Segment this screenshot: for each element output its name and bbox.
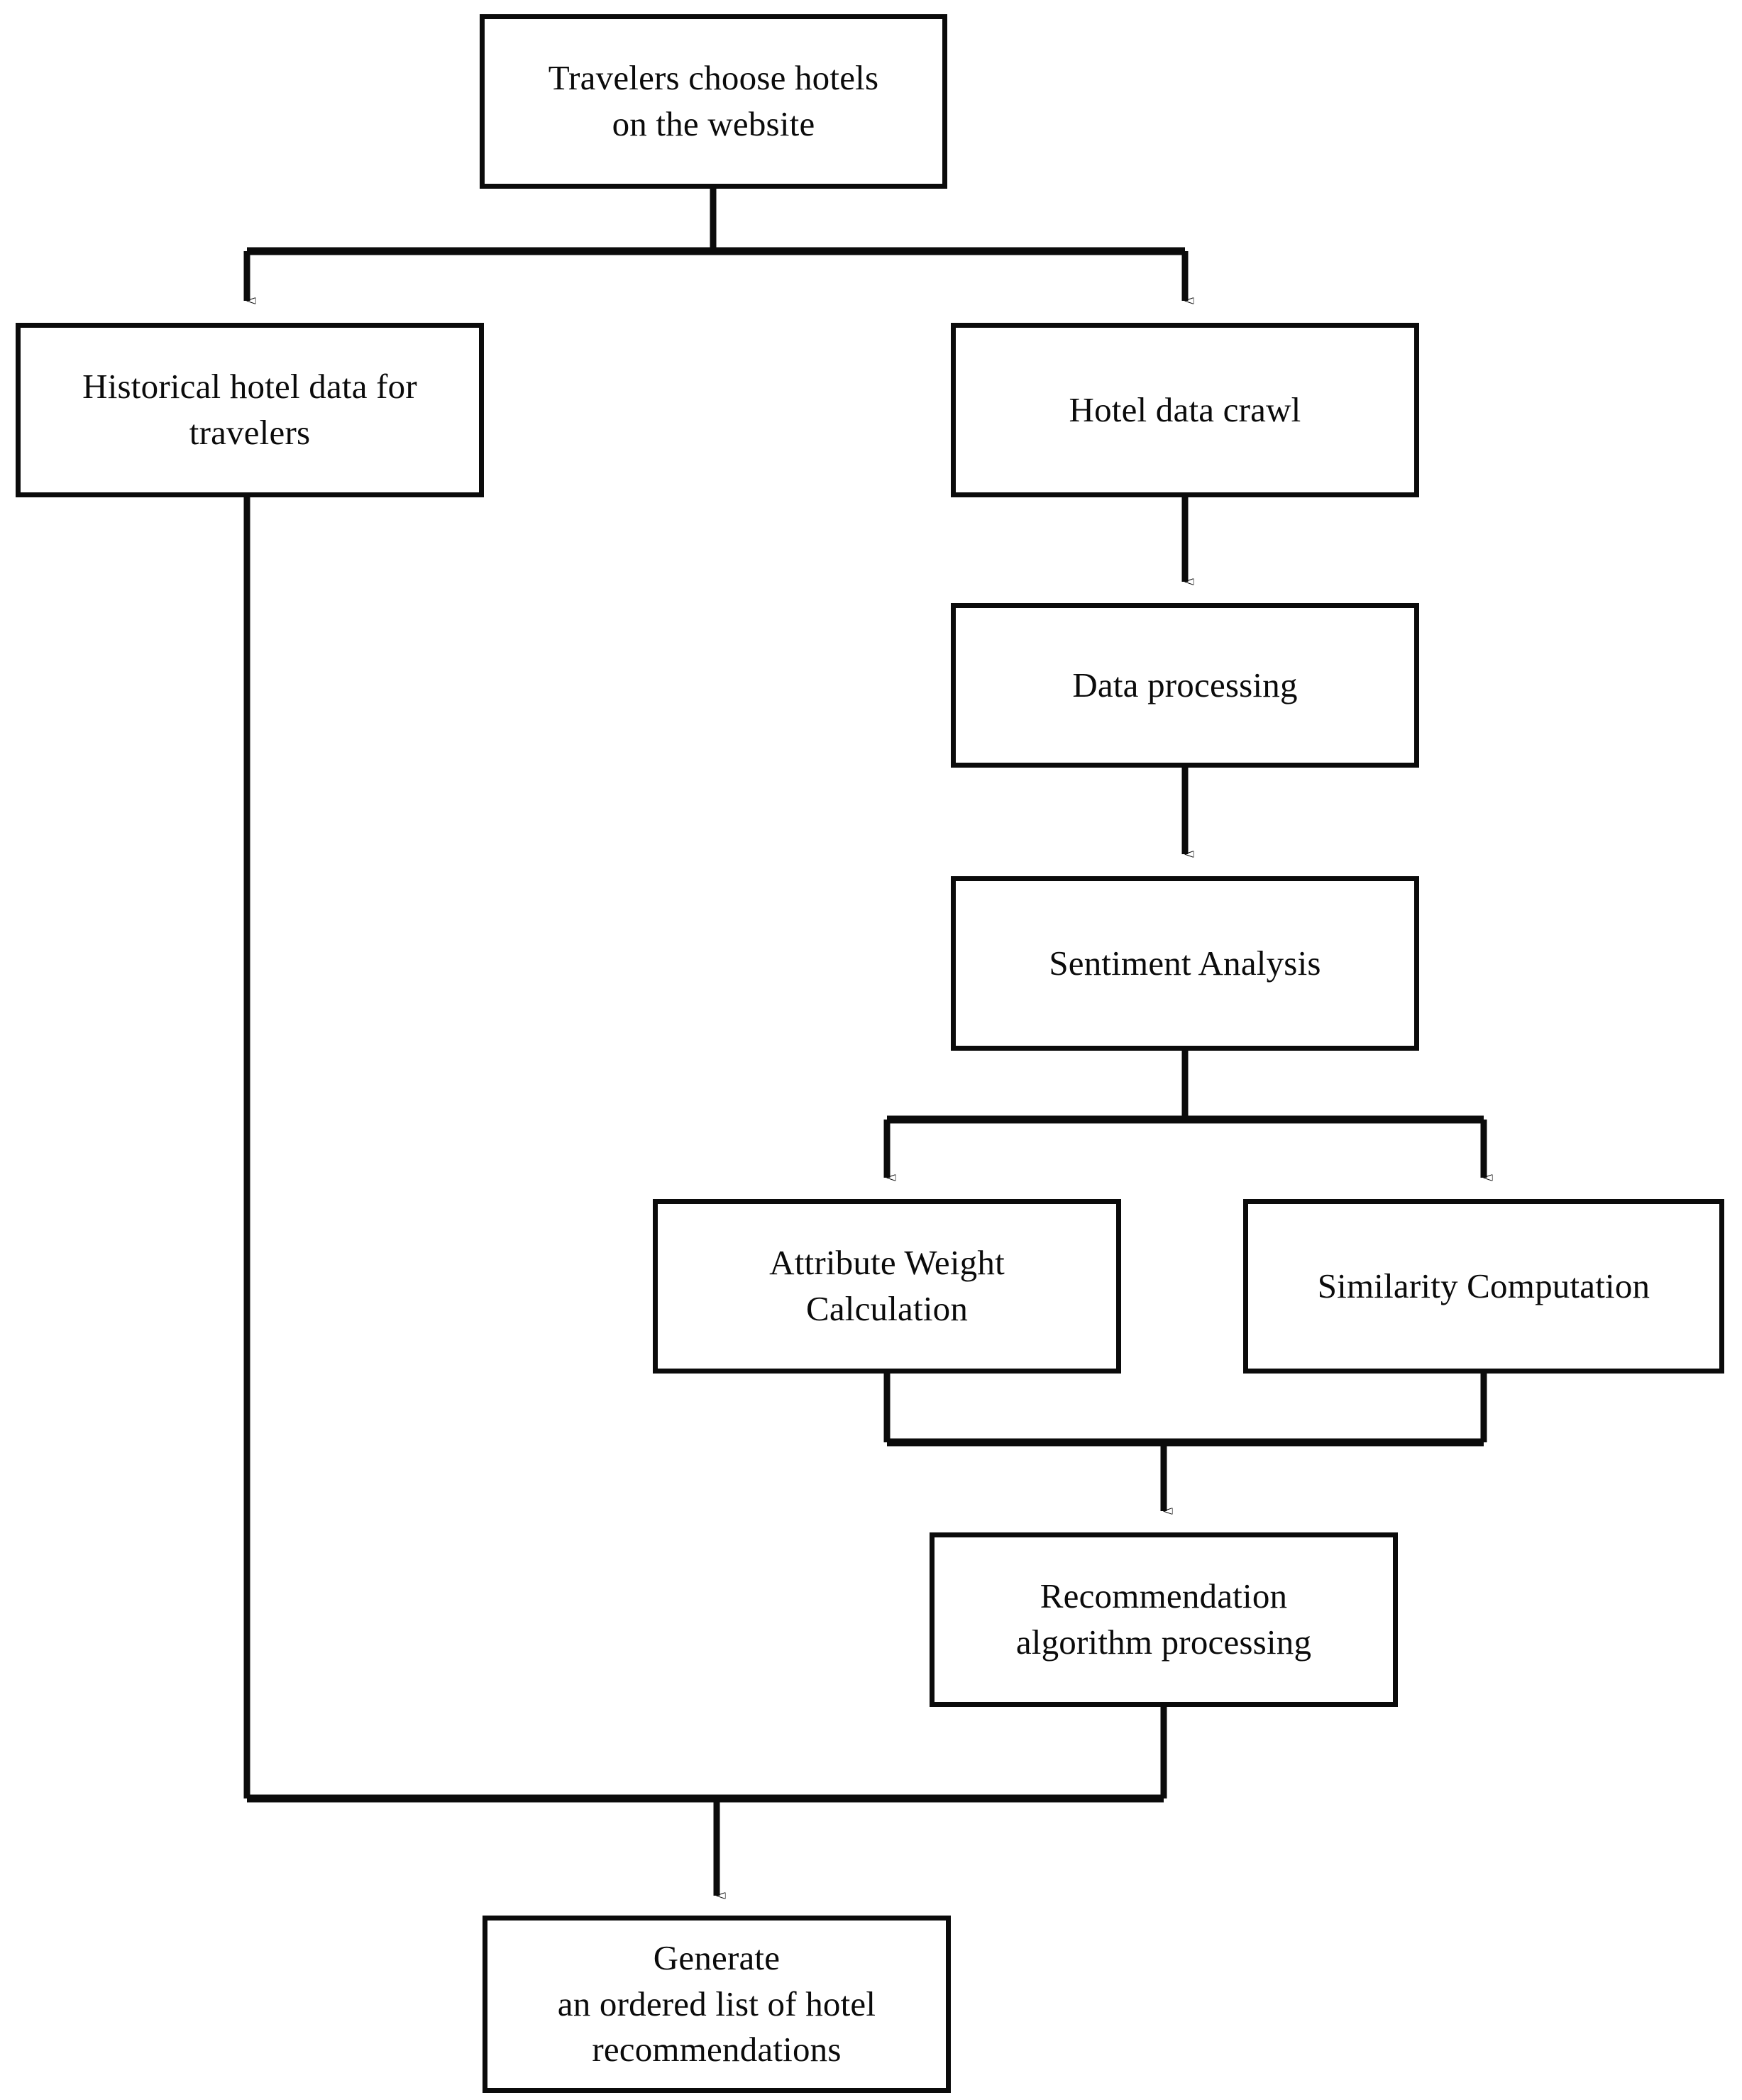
node-label-historical-hotel-data: Historical hotel data for travelers <box>82 367 417 452</box>
node-generate-ordered-list[interactable]: Generate an ordered list of hotel recomm… <box>483 1916 951 2093</box>
node-label-data-processing: Data processing <box>1072 665 1298 704</box>
node-label-travelers-choose-hotels: Travelers choose hotels on the website <box>548 58 879 143</box>
node-data-processing[interactable]: Data processing <box>951 603 1419 768</box>
node-attribute-weight-calculation[interactable]: Attribute Weight Calculation <box>653 1199 1121 1374</box>
node-label-hotel-data-crawl: Hotel data crawl <box>1069 389 1301 429</box>
node-historical-hotel-data[interactable]: Historical hotel data for travelers <box>16 323 484 497</box>
node-label-generate-ordered-list: Generate an ordered list of hotel recomm… <box>557 1938 876 2069</box>
node-similarity-computation[interactable]: Similarity Computation <box>1243 1199 1724 1374</box>
node-travelers-choose-hotels[interactable]: Travelers choose hotels on the website <box>480 14 947 189</box>
node-label-sentiment-analysis: Sentiment Analysis <box>1049 943 1321 983</box>
node-label-attribute-weight-calculation: Attribute Weight Calculation <box>769 1243 1005 1328</box>
node-label-similarity-computation: Similarity Computation <box>1317 1266 1650 1305</box>
node-hotel-data-crawl[interactable]: Hotel data crawl <box>951 323 1419 497</box>
node-label-recommendation-algorithm: Recommendation algorithm processing <box>1015 1576 1312 1662</box>
node-sentiment-analysis[interactable]: Sentiment Analysis <box>951 876 1419 1051</box>
node-recommendation-algorithm[interactable]: Recommendation algorithm processing <box>930 1532 1398 1707</box>
